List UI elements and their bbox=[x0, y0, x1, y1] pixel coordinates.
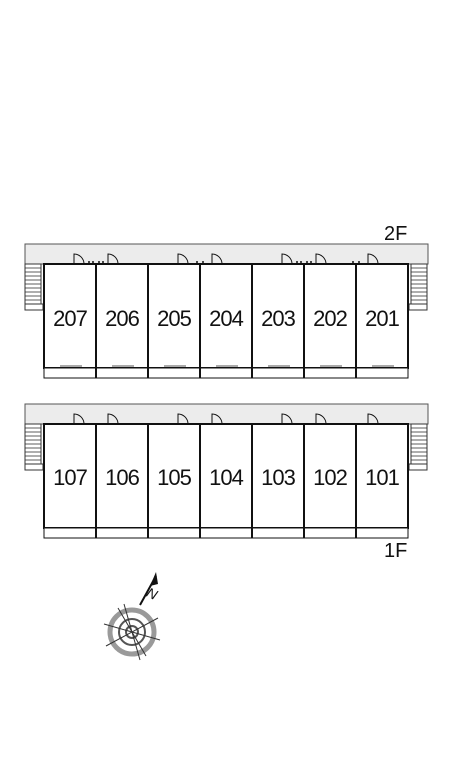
stairs-right-2f bbox=[408, 263, 428, 311]
room-label-1f-5: 103 bbox=[261, 465, 295, 490]
room-label-2f-7: 201 bbox=[365, 306, 399, 331]
stairs-right-1f bbox=[408, 423, 428, 471]
room-label-2f-5: 203 bbox=[261, 306, 295, 331]
room-label-2f-2: 206 bbox=[105, 306, 139, 331]
doors-1f bbox=[73, 413, 379, 425]
building-1f bbox=[43, 423, 409, 529]
compass-rose-icon: N bbox=[103, 572, 161, 661]
floor-label-1f: 1F bbox=[384, 540, 407, 562]
room-label-1f-6: 102 bbox=[313, 465, 347, 490]
room-label-1f-2: 106 bbox=[105, 465, 139, 490]
building-2f bbox=[43, 263, 409, 369]
room-label-1f-3: 105 bbox=[157, 465, 191, 490]
floor-label-2f: 2F bbox=[384, 223, 407, 245]
room-label-1f-7: 101 bbox=[365, 465, 399, 490]
balcony-1f bbox=[43, 527, 409, 539]
floor-2f: 207 206 205 204 203 202 201 2F bbox=[24, 223, 429, 379]
stairs-left-2f bbox=[24, 263, 44, 311]
room-label-1f-1: 107 bbox=[53, 465, 87, 490]
north-label: N bbox=[144, 584, 161, 603]
room-label-2f-6: 202 bbox=[313, 306, 347, 331]
room-label-2f-3: 205 bbox=[157, 306, 191, 331]
room-label-2f-1: 207 bbox=[53, 306, 87, 331]
room-label-2f-4: 204 bbox=[209, 306, 243, 331]
balcony-2f bbox=[43, 367, 409, 379]
stairs-left-1f bbox=[24, 423, 44, 471]
floor-1f: 107 106 105 104 103 102 101 1F bbox=[24, 403, 429, 562]
room-label-1f-4: 104 bbox=[209, 465, 243, 490]
doors-2f bbox=[73, 253, 379, 265]
